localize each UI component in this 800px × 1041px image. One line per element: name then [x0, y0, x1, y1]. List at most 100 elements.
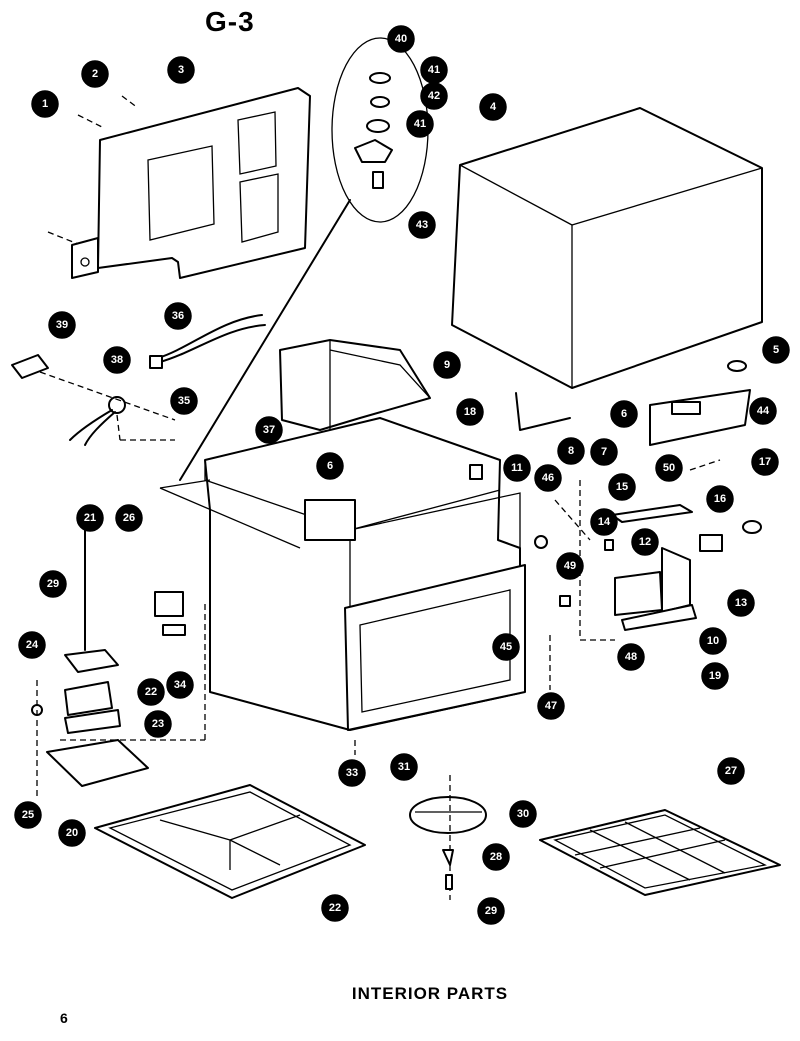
callout-4: 4 [479, 93, 507, 121]
svg-text:14: 14 [598, 516, 611, 528]
svg-text:45: 45 [500, 641, 512, 653]
svg-text:23: 23 [152, 718, 164, 730]
callout-5: 5 [762, 336, 790, 364]
svg-text:22: 22 [145, 686, 157, 698]
figure-caption: INTERIOR PARTS [351, 984, 509, 1003]
callout-30: 30 [509, 800, 537, 828]
callout-7: 7 [590, 438, 618, 466]
callout-14: 14 [590, 508, 618, 536]
left-side-parts [31, 529, 206, 800]
svg-text:29: 29 [47, 578, 59, 590]
callout-13: 13 [727, 589, 755, 617]
svg-text:11: 11 [511, 462, 523, 474]
svg-text:1: 1 [42, 98, 48, 110]
callout-38: 38 [103, 346, 131, 374]
detail-inset-oval [179, 37, 429, 481]
callout-11: 11 [503, 454, 531, 482]
callout-18: 18 [456, 398, 484, 426]
svg-text:50: 50 [663, 462, 675, 474]
callout-12: 12 [631, 528, 659, 556]
svg-text:35: 35 [178, 395, 190, 407]
cooking-tray [94, 784, 366, 899]
callout-6b: 6 [316, 452, 344, 480]
oven-cavity [159, 417, 526, 755]
svg-text:30: 30 [517, 808, 529, 820]
svg-text:28: 28 [490, 851, 502, 863]
svg-text:19: 19 [709, 670, 721, 682]
callout-34: 34 [166, 671, 194, 699]
callout-40: 40 [387, 25, 415, 53]
svg-text:41: 41 [428, 64, 440, 76]
callout-22b: 22 [321, 894, 349, 922]
outer-cabinet [451, 107, 763, 389]
svg-text:34: 34 [174, 679, 187, 691]
callout-37: 37 [255, 416, 283, 444]
svg-text:43: 43 [416, 219, 428, 231]
callout-44: 44 [749, 397, 777, 425]
callout-15: 15 [608, 473, 636, 501]
callout-43: 43 [408, 211, 436, 239]
svg-text:26: 26 [123, 512, 135, 524]
callout-46: 46 [534, 464, 562, 492]
svg-text:37: 37 [263, 424, 275, 436]
svg-text:38: 38 [111, 354, 123, 366]
callout-19: 19 [701, 662, 729, 690]
svg-text:36: 36 [172, 310, 184, 322]
callout-48: 48 [617, 643, 645, 671]
callout-20: 20 [58, 819, 86, 847]
callout-10: 10 [699, 627, 727, 655]
callout-49: 49 [556, 552, 584, 580]
svg-text:42: 42 [428, 90, 440, 102]
callout-2: 2 [81, 60, 109, 88]
svg-text:44: 44 [757, 405, 770, 417]
svg-text:2: 2 [92, 68, 98, 80]
callout-36: 36 [164, 302, 192, 330]
callout-22a: 22 [137, 678, 165, 706]
svg-text:24: 24 [26, 639, 39, 651]
svg-text:7: 7 [601, 446, 607, 458]
svg-text:12: 12 [639, 536, 651, 548]
svg-text:31: 31 [398, 761, 410, 773]
svg-text:5: 5 [773, 344, 779, 356]
callout-24: 24 [18, 631, 46, 659]
callout-50: 50 [655, 454, 683, 482]
svg-text:40: 40 [395, 33, 407, 45]
callout-21: 21 [76, 504, 104, 532]
svg-text:39: 39 [56, 319, 68, 331]
svg-text:6: 6 [621, 408, 627, 420]
callout-17: 17 [751, 448, 779, 476]
svg-text:10: 10 [707, 635, 719, 647]
svg-text:8: 8 [568, 445, 574, 457]
svg-text:15: 15 [616, 481, 628, 493]
back-panel-plate [47, 87, 311, 279]
callout-25: 25 [14, 801, 42, 829]
callout-1: 1 [31, 90, 59, 118]
svg-text:27: 27 [725, 765, 737, 777]
svg-text:21: 21 [84, 512, 96, 524]
svg-text:4: 4 [490, 101, 497, 113]
grid-panel [539, 809, 781, 896]
wire-harness [11, 314, 266, 446]
callout-45: 45 [492, 633, 520, 661]
callout-41a: 41 [420, 56, 448, 84]
callout-29a: 29 [39, 570, 67, 598]
callout-39: 39 [48, 311, 76, 339]
svg-text:22: 22 [329, 902, 341, 914]
figure-id: G-3 [205, 6, 255, 37]
callout-47: 47 [537, 692, 565, 720]
callout-31: 31 [390, 753, 418, 781]
callout-8: 8 [557, 437, 585, 465]
svg-text:9: 9 [444, 359, 450, 371]
svg-text:17: 17 [759, 456, 771, 468]
svg-text:49: 49 [564, 560, 576, 572]
callout-23: 23 [144, 710, 172, 738]
svg-text:41: 41 [414, 118, 426, 130]
callout-27: 27 [717, 757, 745, 785]
svg-text:48: 48 [625, 651, 637, 663]
svg-text:16: 16 [714, 493, 726, 505]
air-duct [279, 339, 431, 431]
callout-6a: 6 [610, 400, 638, 428]
callout-16: 16 [706, 485, 734, 513]
stirrer-assembly [409, 775, 487, 900]
